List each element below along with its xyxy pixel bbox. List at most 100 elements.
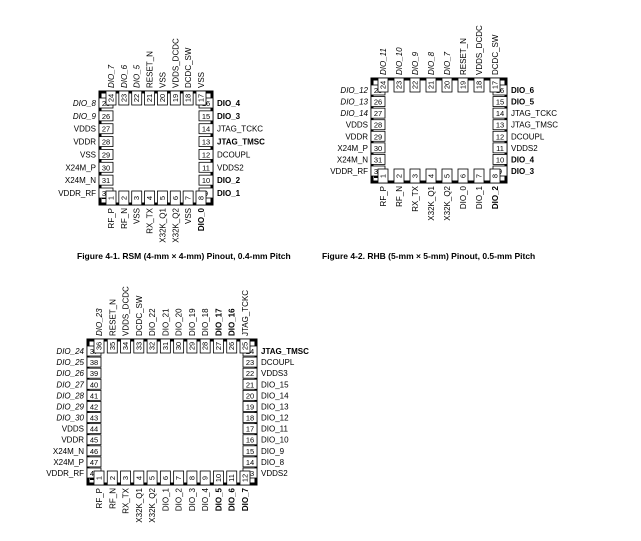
pin-number: 24 — [379, 81, 388, 89]
pin-number: 46 — [90, 447, 98, 456]
figure-rhb: 25DIO_1226DIO_1327DIO_1428VDDS29VDDR30X2… — [322, 25, 558, 261]
pin-46: 46 X24M_N — [53, 445, 102, 457]
pin-number: 10 — [214, 474, 223, 482]
pin-box — [198, 161, 214, 173]
pin-2: 2RF_N — [393, 168, 405, 207]
pin-number: 4 — [134, 476, 143, 480]
pin-label: VDDR — [345, 132, 368, 141]
pin-number: 25 — [241, 342, 250, 350]
pin-label: VDDR_RF — [330, 167, 368, 176]
pin-box — [86, 401, 102, 412]
pin-label: VDDS2 — [217, 163, 244, 172]
pin-number: 17 — [491, 81, 500, 89]
pin-number: 3 — [132, 196, 141, 200]
pin-label: X24M_N — [53, 447, 84, 456]
pin-number: 4 — [145, 196, 154, 200]
pin-box — [441, 168, 453, 184]
pin-1: 1RF_P — [105, 190, 117, 228]
pin-number: 23 — [246, 358, 254, 367]
pin-box — [157, 190, 168, 206]
pin-box — [198, 149, 214, 160]
figure-caption-rsm: Figure 4-1. RSM (4-mm × 4-mm) Pinout, 0.… — [77, 251, 291, 261]
pin-box — [409, 77, 421, 93]
pin-box — [370, 154, 386, 165]
pin-box — [195, 190, 207, 206]
pin-box — [425, 77, 437, 93]
pin-label: DIO_28 — [56, 391, 84, 400]
pin-number: 31 — [374, 155, 382, 164]
pin-box — [226, 338, 238, 354]
pin-label: RF_P — [107, 208, 116, 228]
pin-box — [146, 338, 158, 354]
pin-box — [425, 168, 437, 184]
pin-box — [242, 445, 258, 457]
pin-48: 48VDDR_RF — [46, 467, 102, 479]
pin-number: 14 — [496, 109, 504, 118]
pin-2: 2RF_N — [118, 190, 130, 229]
pin-number: 12 — [241, 474, 250, 482]
pin-box — [159, 338, 171, 354]
pin-box — [106, 338, 118, 354]
pin-box — [86, 423, 102, 435]
pin-label: DIO_0 — [197, 207, 206, 231]
pin-number: 1 — [95, 476, 104, 480]
pin-box — [492, 107, 508, 119]
pin-label: VDDS2 — [511, 144, 538, 153]
pin-label: DIO_2 — [491, 185, 500, 209]
pin-box — [86, 356, 102, 368]
pin-label: DIO_7 — [107, 64, 116, 88]
pin-number: 15 — [246, 447, 254, 456]
pin-label: DIO_30 — [56, 414, 84, 423]
pin-box — [186, 470, 198, 486]
pin-label: RF_N — [108, 488, 117, 509]
pin-label: DIO_16 — [228, 308, 237, 336]
pin-label: RESET_N — [108, 299, 117, 336]
pin-number: 22 — [132, 94, 141, 102]
pins-rsm: 25DIO_826DIO_927VDDS28VDDR29VSS30X24M_P3… — [58, 38, 265, 243]
pin-box — [377, 77, 389, 93]
pin-label: VDDS_DCDC — [475, 25, 484, 75]
pin-number: 27 — [374, 109, 382, 118]
pin-number: 22 — [246, 369, 254, 378]
pin-label: JTAG_TMSC — [261, 347, 309, 356]
pin-number: 39 — [90, 369, 98, 378]
pin-label: DIO_29 — [56, 402, 84, 411]
pin-number: 12 — [202, 150, 210, 159]
pin-label: DIO_23 — [95, 308, 104, 336]
pin-number: 8 — [197, 196, 206, 200]
pin-18: 18 VDDS_DCDC — [473, 25, 485, 93]
pin-label: JTAG_TMSC — [217, 138, 265, 147]
pin-number: 18 — [475, 81, 484, 89]
pin-box — [199, 470, 211, 486]
pin-number: 20 — [443, 81, 452, 89]
pin-label: VSS — [133, 208, 142, 224]
pin-box — [242, 389, 258, 401]
pin-label: VDDS — [62, 425, 84, 434]
